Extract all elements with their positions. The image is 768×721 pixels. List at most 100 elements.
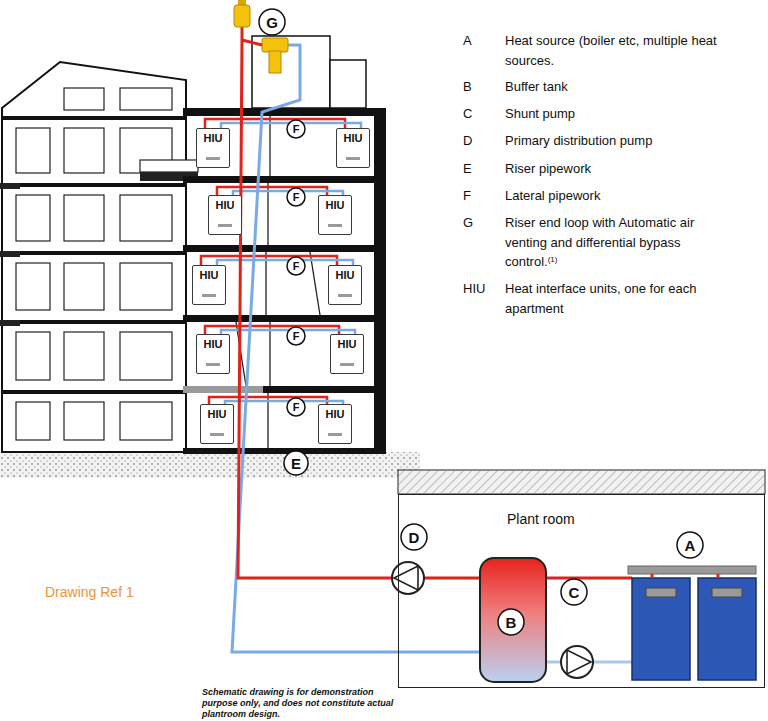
unit-label: HIU xyxy=(331,338,363,351)
ground-texture xyxy=(0,452,420,478)
building-facade xyxy=(2,62,186,452)
callout-letter: E xyxy=(283,450,309,476)
partition-wall xyxy=(269,322,270,386)
flow-pipe xyxy=(546,577,632,580)
unit-label: HIU xyxy=(197,338,229,351)
circle-shape xyxy=(287,398,305,416)
key-description: Shunt pump xyxy=(505,106,575,121)
key-description: Buffer tank xyxy=(505,79,568,94)
callout-letter: B xyxy=(497,608,525,636)
circle-shape xyxy=(284,451,308,475)
window xyxy=(16,402,50,440)
callout-circle: F xyxy=(286,326,306,346)
bypass-valve xyxy=(262,38,288,52)
callout-circle: E xyxy=(283,450,309,476)
label-box: C xyxy=(463,104,472,124)
window xyxy=(64,332,104,380)
window xyxy=(120,332,172,380)
boiler-panel xyxy=(712,588,742,597)
ground-band xyxy=(0,452,420,478)
circle-shape xyxy=(287,257,305,275)
return-pipe xyxy=(546,661,561,664)
floor-slab xyxy=(183,108,386,116)
heat-interface-unit: HIU xyxy=(318,195,352,235)
balcony xyxy=(0,320,20,326)
partition-wall xyxy=(265,252,266,315)
disclaimer-note: Schematic drawing is for demonstration p… xyxy=(202,687,393,719)
window xyxy=(16,195,50,241)
heat-interface-unit: HIU xyxy=(192,265,226,305)
label-box: Schematic drawing is for demonstration p… xyxy=(202,687,397,720)
structural-wall xyxy=(374,108,386,454)
label-box: Heat interface units, one for each apart… xyxy=(505,279,721,318)
callout-letter: D xyxy=(400,523,428,551)
floor-slab xyxy=(183,245,386,252)
unit-label: HIU xyxy=(319,199,351,212)
label-box: Drawing Ref 1 xyxy=(45,583,134,603)
balcony-rail xyxy=(140,160,198,172)
unit-label: HIU xyxy=(201,408,233,421)
flow-riser xyxy=(238,26,392,578)
label-box: Lateral pipework xyxy=(505,186,721,206)
flow-pipe xyxy=(717,574,720,578)
window xyxy=(120,402,172,440)
callout-circle: A xyxy=(676,531,704,559)
heat-interface-unit: HIU xyxy=(330,334,364,374)
unit-label: HIU xyxy=(319,408,351,421)
automatic-air-vent xyxy=(234,5,250,27)
floor-band xyxy=(2,390,186,394)
circle-shape xyxy=(677,532,703,558)
windows xyxy=(16,88,172,440)
floor-slab xyxy=(183,386,263,393)
heat-interface-unit: HIU xyxy=(328,265,362,305)
floor-band xyxy=(2,183,186,187)
heat-interface-unit: HIU xyxy=(200,404,234,444)
balcony xyxy=(0,183,20,189)
unit-label: HIU xyxy=(329,269,361,282)
return-pipe xyxy=(593,661,632,664)
circle-shape xyxy=(401,524,427,550)
window xyxy=(120,263,172,310)
label-box: D xyxy=(463,131,472,151)
pump-triangle xyxy=(567,650,591,674)
label-box: Heat source (boiler etc, multiple heat s… xyxy=(505,31,721,70)
key-letter: B xyxy=(463,79,472,94)
heat-interface-unit: HIU xyxy=(318,404,352,444)
callout-letter: G xyxy=(258,8,286,36)
callout-letter: F xyxy=(286,397,306,417)
floor-slab xyxy=(263,386,386,393)
key-description: Primary distribution pump xyxy=(505,133,652,148)
callout-circle: G xyxy=(258,8,286,36)
label-box: Primary distribution pump xyxy=(505,131,721,151)
flow-pipe xyxy=(424,577,480,580)
heat-interface-unit: HIU xyxy=(336,128,370,168)
header xyxy=(628,566,756,574)
drawing-reference: Drawing Ref 1 xyxy=(45,584,134,600)
partition-wall xyxy=(269,116,270,176)
callout-circle: F xyxy=(286,397,306,417)
unit-label: HIU xyxy=(197,132,229,145)
unit-label: HIU xyxy=(337,132,369,145)
callout-circle: C xyxy=(560,578,588,606)
key-letter: C xyxy=(463,106,472,121)
flow-pipe xyxy=(242,40,262,45)
label-box: B xyxy=(463,77,472,97)
boiler xyxy=(632,578,690,680)
circle-shape xyxy=(287,188,305,206)
label-box: F xyxy=(463,186,471,206)
circle-shape xyxy=(498,609,524,635)
key-description: Riser pipework xyxy=(505,161,591,176)
label-box: E xyxy=(463,159,472,179)
window xyxy=(16,263,50,310)
callout-circle: F xyxy=(286,119,306,139)
roof-structure xyxy=(330,60,366,108)
callout-letter: A xyxy=(676,531,704,559)
heat-interface-unit: HIU xyxy=(208,195,242,235)
label-box: Riser end loop with Automatic air ventin… xyxy=(505,213,721,272)
callout-circle: F xyxy=(286,256,306,276)
key-letter: HIU xyxy=(463,281,485,296)
label-box: HIU xyxy=(463,279,485,299)
window xyxy=(64,195,104,241)
